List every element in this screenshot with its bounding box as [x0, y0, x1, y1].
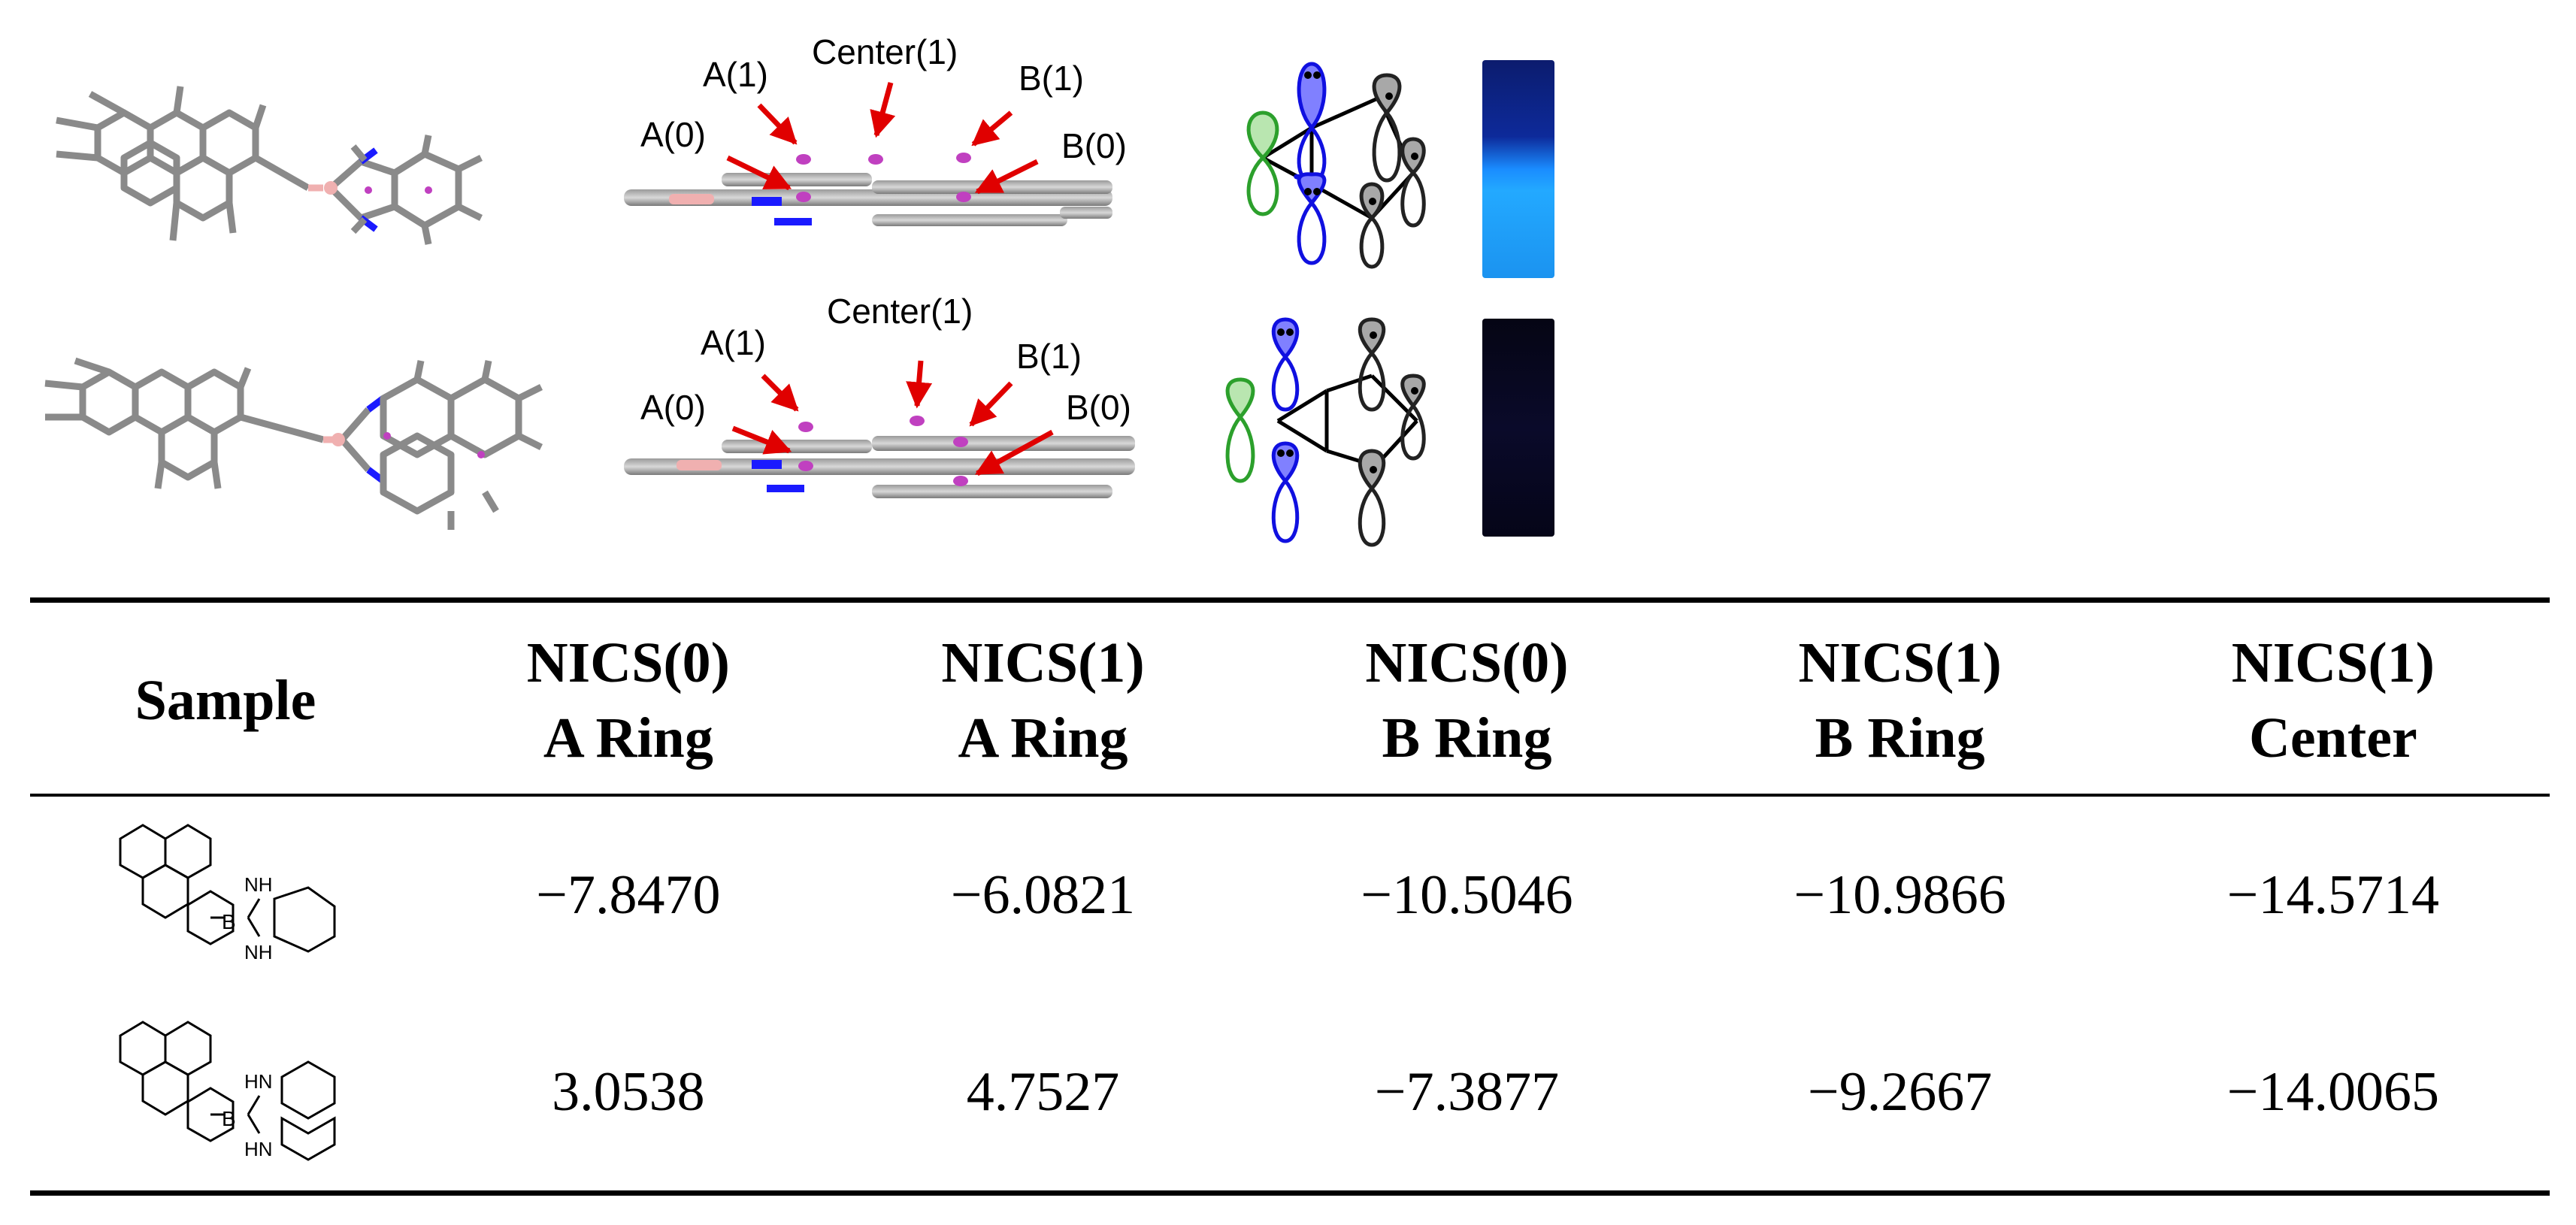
table-header-row: Sample NICS(0)A Ring NICS(1)A Ring NICS(…: [30, 600, 2550, 795]
figure-svg: A(1) Center(1) B(1) A(0) B(0): [44, 32, 1426, 547]
molecule-top-view-1: [56, 86, 483, 245]
cell-nics0-a: 3.0538: [552, 1060, 705, 1123]
header-nics0-b: NICS(0)B Ring: [1365, 631, 1569, 770]
label-b1: B(1): [1019, 59, 1084, 98]
dark-vial: [1482, 319, 1554, 537]
orbital-diagram-1: [1246, 62, 1426, 269]
label-b0: B(0): [1066, 388, 1131, 427]
header-nics1-b: NICS(1)B Ring: [1798, 631, 2002, 770]
svg-text:B: B: [222, 910, 236, 933]
pyrenyl-perimidine-borane-structure: B HN HN: [119, 1021, 336, 1161]
nics-point: [383, 432, 391, 440]
cell-nics0-b: −7.3877: [1374, 1060, 1560, 1123]
svg-text:HN: HN: [244, 1138, 273, 1160]
table-row: B HN HN 3.0538 4.7527 −7.3877 −9.2667 −1…: [30, 994, 2550, 1193]
fluorescent-vial: [1482, 60, 1554, 278]
svg-text:HN: HN: [244, 1070, 273, 1093]
sample-structure-2: B HN HN: [30, 994, 421, 1193]
sample-structure-1: B NH NH: [30, 795, 421, 994]
pyrenyl-benzodiazaborole-structure: B NH NH: [119, 824, 336, 963]
cell-nics0-b: −10.5046: [1361, 864, 1573, 926]
figure-panel: A(1) Center(1) B(1) A(0) B(0): [0, 0, 2576, 586]
molecule-side-view-2: [624, 436, 1135, 498]
nics-point: [477, 451, 485, 458]
electron-dots-1: [1304, 71, 1418, 205]
molecule-top-view-2: [44, 357, 543, 530]
cell-nics1-center: −14.5714: [2226, 864, 2439, 926]
nics-points-side-1: [796, 153, 971, 202]
label-b1: B(1): [1016, 337, 1082, 376]
table-row: B NH NH −7.8470 −6.0821 −10.5046 −10.986…: [30, 795, 2550, 994]
label-a0: A(0): [640, 388, 706, 427]
red-arrows-2: [731, 360, 1054, 476]
label-a1: A(1): [703, 55, 768, 94]
header-nics0-a: NICS(0)A Ring: [526, 631, 730, 770]
molecule-side-view-1: [624, 173, 1112, 226]
header-sample: Sample: [135, 669, 316, 732]
boron-atom: [324, 181, 338, 195]
svg-text:B: B: [222, 1107, 236, 1130]
cell-nics1-b: −9.2667: [1808, 1060, 1993, 1123]
nics-point: [365, 186, 372, 194]
cell-nics0-a: −7.8470: [536, 864, 721, 926]
nics-table: Sample NICS(0)A Ring NICS(1)A Ring NICS(…: [30, 597, 2550, 1196]
label-center1: Center(1): [827, 292, 973, 331]
cell-nics1-b: −10.9866: [1794, 864, 2006, 926]
boron-atom: [331, 433, 345, 446]
electron-dots-2: [1277, 328, 1418, 473]
cell-nics1-a: −6.0821: [950, 864, 1136, 926]
label-a1: A(1): [701, 323, 766, 362]
label-a0: A(0): [640, 115, 706, 154]
cell-nics1-center: −14.0065: [2226, 1060, 2439, 1123]
orbital-diagram-2: [1225, 317, 1426, 547]
svg-text:NH: NH: [244, 873, 273, 896]
red-arrows-1: [726, 82, 1039, 195]
label-center1: Center(1): [812, 32, 958, 71]
cell-nics1-a: 4.7527: [966, 1060, 1120, 1123]
nics-points-side-2: [798, 416, 968, 486]
nics-point: [425, 186, 432, 194]
svg-text:NH: NH: [244, 941, 273, 963]
header-nics1-a: NICS(1)A Ring: [941, 631, 1145, 770]
label-b0: B(0): [1061, 126, 1127, 165]
header-nics1-center: NICS(1)Center: [2231, 631, 2435, 770]
